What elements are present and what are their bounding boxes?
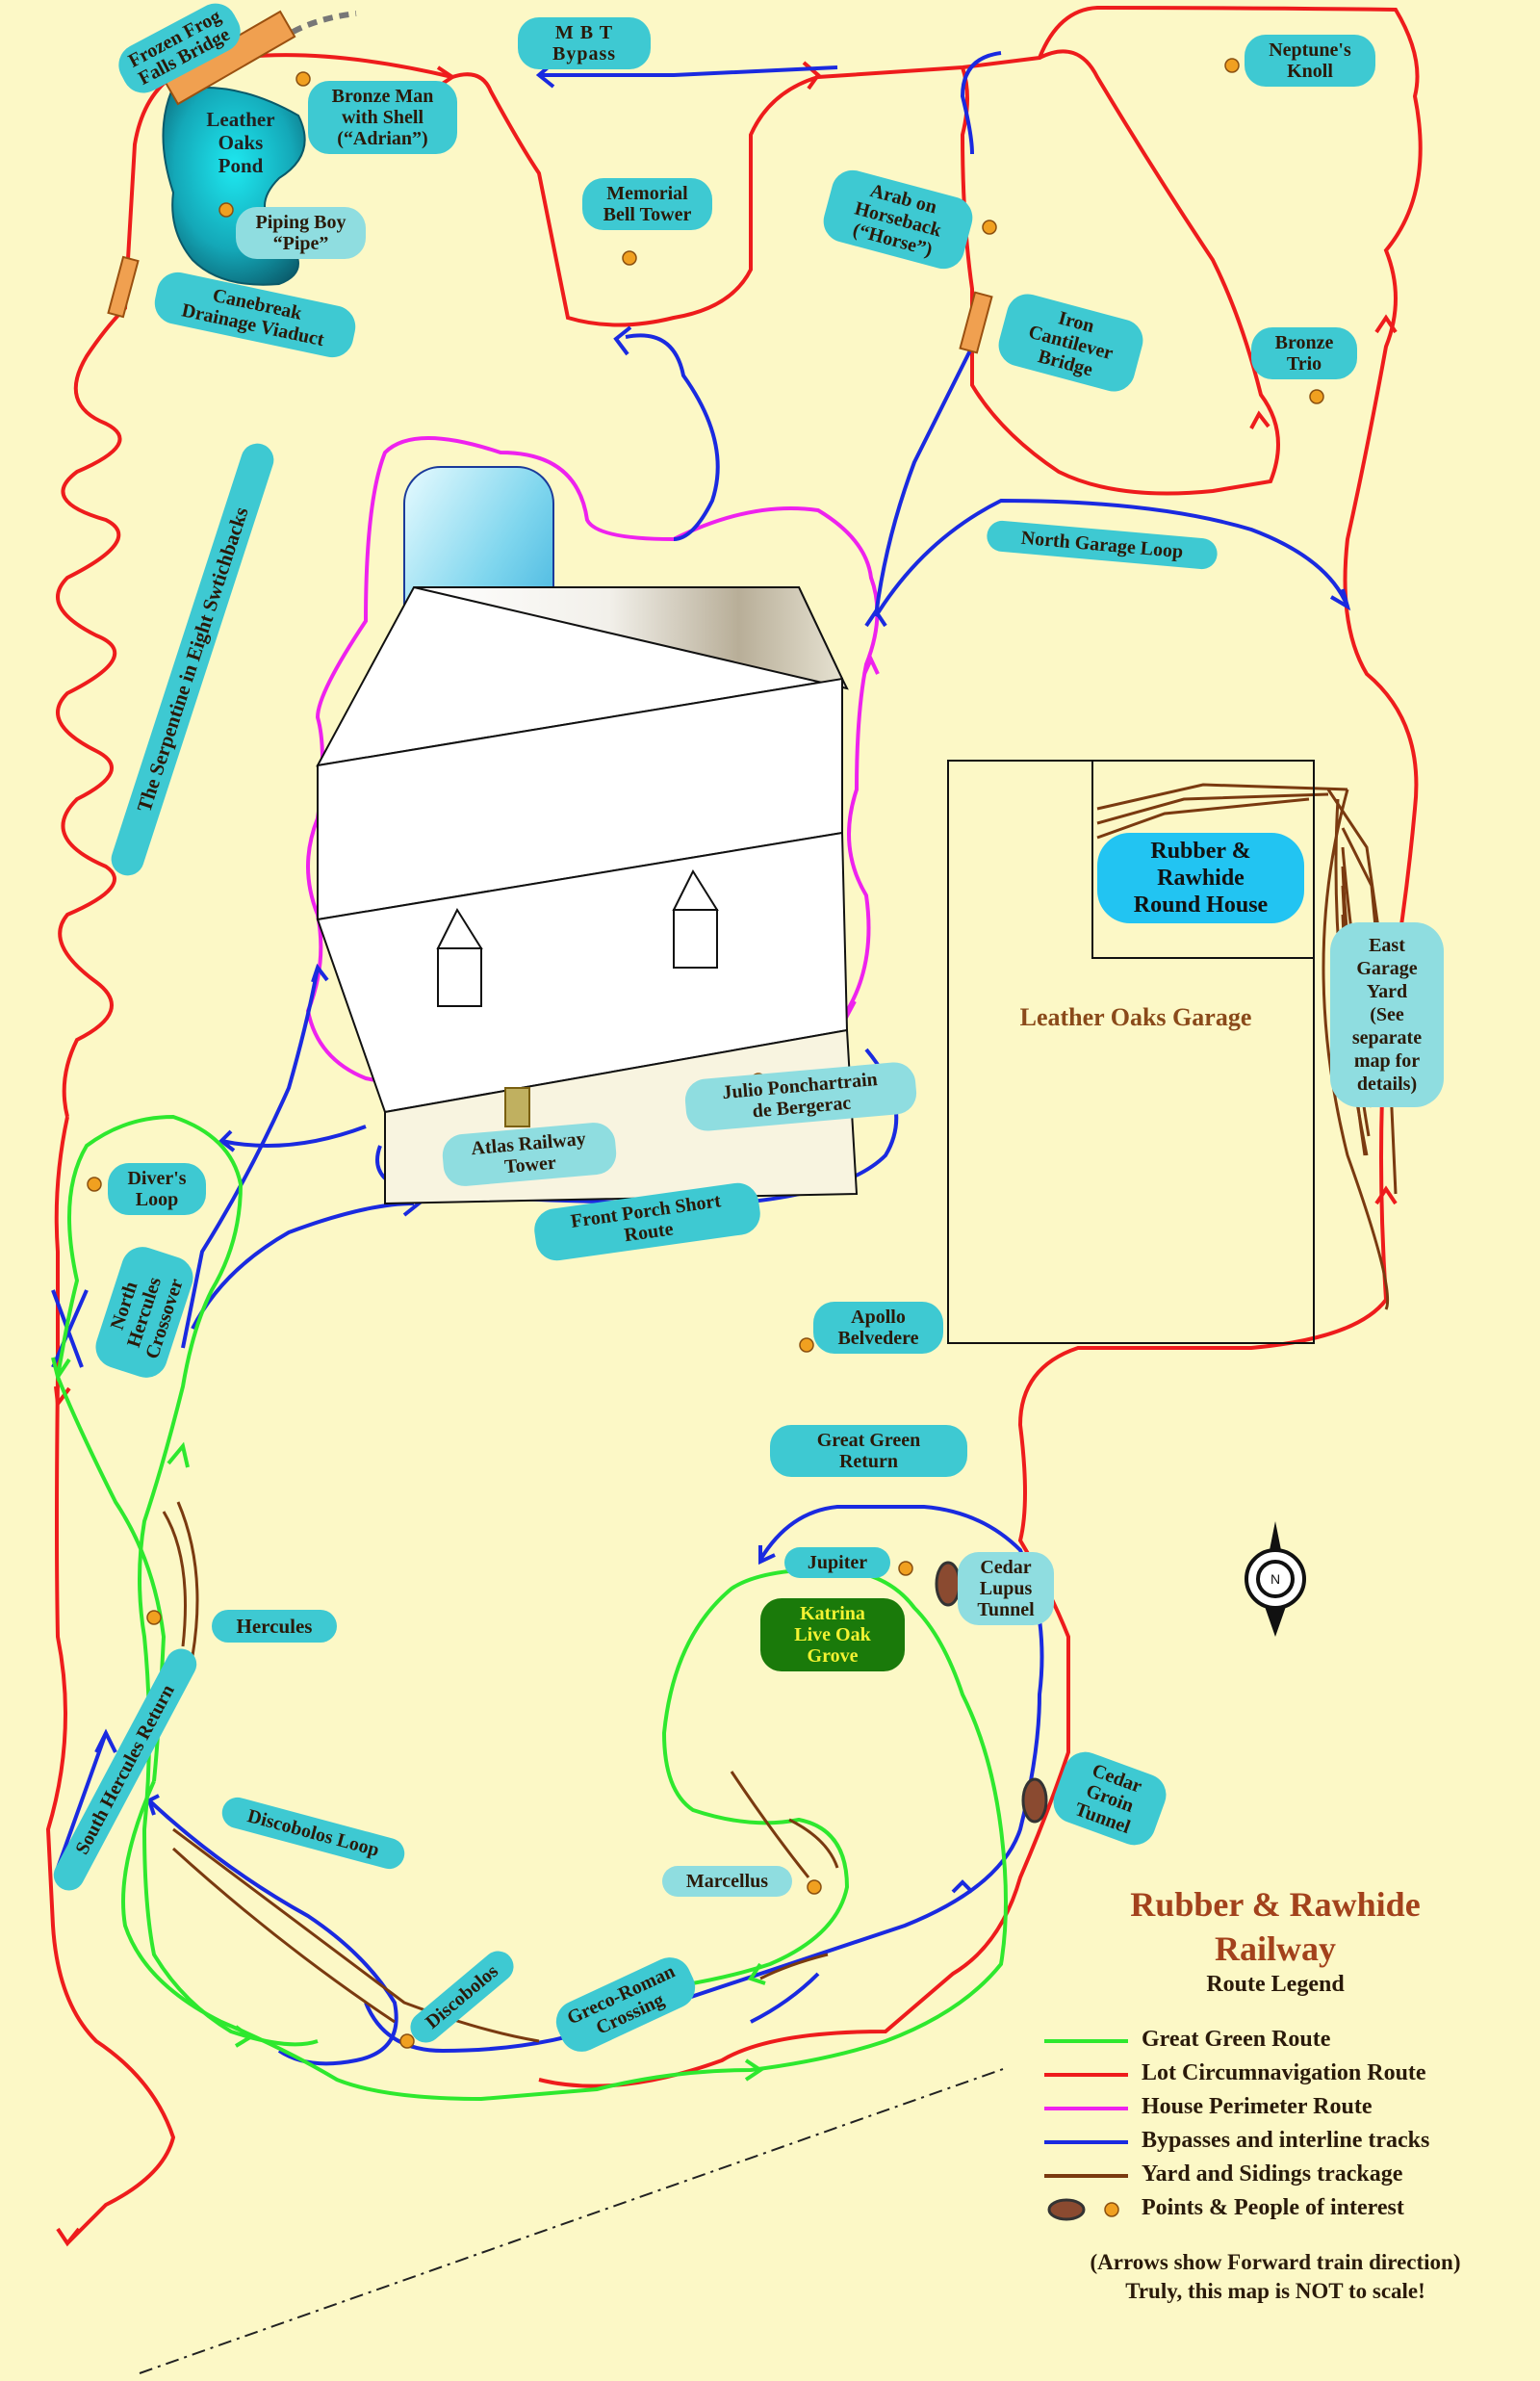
label-katrina-live-oak-grove: Katrina Live Oak Grove xyxy=(760,1598,905,1671)
legend-item-red: Lot Circumnavigation Route xyxy=(1142,2060,1426,2085)
label-hercules: Hercules xyxy=(212,1610,337,1643)
legend-item-blue: Bypasses and interline tracks xyxy=(1142,2128,1430,2153)
north-compass-letter: N xyxy=(1270,1571,1280,1587)
green-arrows xyxy=(51,1357,766,2082)
atlas-tower-marker xyxy=(504,1087,530,1127)
label-round-house: Rubber & Rawhide Round House xyxy=(1097,833,1304,923)
legend-note: (Arrows show Forward train direction) Tr… xyxy=(1090,2250,1461,2303)
iron-cantilever-marker xyxy=(959,291,993,354)
legend-title: Rubber & Rawhide Railway xyxy=(1130,1885,1421,1968)
canebreak-viaduct xyxy=(107,255,140,319)
label-bronze-trio: Bronze Trio xyxy=(1251,327,1357,379)
lot-boundary-line xyxy=(139,2067,1007,2374)
cedar-groin-tunnel-icon xyxy=(1021,1777,1048,1824)
house xyxy=(316,586,859,1205)
blue-arrows xyxy=(94,61,1351,1894)
label-jupiter: Jupiter xyxy=(784,1547,890,1578)
label-piping-boy: Piping Boy “Pipe” xyxy=(236,207,366,259)
legend-item-magenta: House Perimeter Route xyxy=(1142,2094,1373,2119)
legend-item-brown: Yard and Sidings trackage xyxy=(1142,2161,1403,2187)
label-memorial-bell-tower: Memorial Bell Tower xyxy=(582,178,712,230)
round-house-building xyxy=(1091,760,1315,959)
label-cedar-lupus-tunnel: Cedar Lupus Tunnel xyxy=(958,1552,1054,1625)
north-compass-icon: N xyxy=(1245,1521,1306,1637)
label-marcellus: Marcellus xyxy=(662,1866,792,1897)
label-mbt-bypass: M B T Bypass xyxy=(518,17,651,69)
legend-subtitle: Route Legend xyxy=(1206,1972,1345,1997)
label-leather-oaks-pond: Leather Oaks Pond xyxy=(206,108,275,177)
label-neptunes-knoll: Neptune's Knoll xyxy=(1245,35,1375,87)
label-apollo-belvedere: Apollo Belvedere xyxy=(813,1302,943,1354)
label-great-green-return: Great Green Return xyxy=(770,1425,967,1477)
label-bronze-man: Bronze Man with Shell (“Adrian”) xyxy=(308,81,457,154)
label-east-garage-yard: East Garage Yard (See separate map for d… xyxy=(1330,922,1444,1107)
legend-item-poi: Points & People of interest xyxy=(1142,2195,1404,2220)
legend-swatches xyxy=(1044,2039,1128,2221)
label-leather-oaks-garage: Leather Oaks Garage xyxy=(1019,1003,1252,1031)
legend-item-green: Great Green Route xyxy=(1142,2027,1331,2052)
cedar-lupus-tunnel-icon xyxy=(935,1561,962,1607)
label-divers-loop: Diver's Loop xyxy=(108,1163,206,1215)
